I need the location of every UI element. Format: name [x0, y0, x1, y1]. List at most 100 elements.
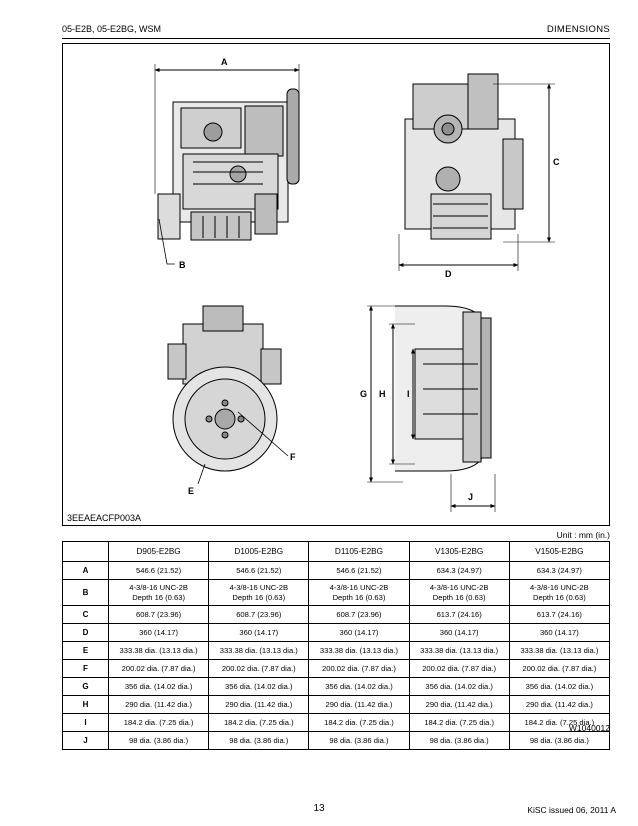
cell-line: 356 dia. (14.02 dia.)	[425, 681, 493, 691]
label-h: H	[379, 389, 386, 399]
unit-note: Unit : mm (in.)	[556, 530, 610, 540]
dimension-figure: A B C D	[62, 43, 610, 526]
engine-rear-view	[167, 305, 282, 472]
cell-line: 546.6 (21.52)	[336, 565, 382, 575]
label-g: G	[360, 389, 367, 399]
table-cell: 290 dia. (11.42 dia.)	[208, 695, 310, 714]
label-f: F	[290, 452, 296, 462]
table-cell: 546.6 (21.52)	[107, 561, 210, 580]
cell-line: 200.02 dia. (7.87 dia.)	[221, 663, 296, 673]
cell-line: 4-3/8-16 UNC-2B	[429, 582, 489, 592]
page-number: 13	[313, 803, 325, 814]
cell-line: 4-3/8-16 UNC-2B	[329, 582, 389, 592]
cell-line: 184.2 dia. (7.25 dia.)	[424, 717, 494, 727]
label-b: B	[179, 260, 186, 270]
table-cell: 333.38 dia. (13.13 dia.)	[208, 641, 310, 660]
cell-line: 98 dia. (3.86 dia.)	[529, 735, 589, 745]
table-cell: 360 (14.17)	[107, 623, 210, 642]
cell-line: Depth 16 (0.63)	[432, 592, 486, 602]
cell-line: Depth 16 (0.63)	[332, 592, 386, 602]
cell-line: 613.7 (24.16)	[436, 609, 482, 619]
engine-side-view	[157, 88, 300, 241]
table-cell: 98 dia. (3.86 dia.)	[208, 731, 310, 750]
table-header-cell: D1105-E2BG	[308, 541, 410, 562]
label-a: A	[221, 57, 228, 67]
cell-line: 290 dia. (11.42 dia.)	[425, 699, 493, 709]
row-label: I	[62, 713, 109, 732]
cell-line: 333.38 dia. (13.13 dia.)	[520, 645, 599, 655]
cell-line: 333.38 dia. (13.13 dia.)	[420, 645, 499, 655]
cell-line: 98 dia. (3.86 dia.)	[129, 735, 189, 745]
table-cell: 290 dia. (11.42 dia.)	[508, 695, 611, 714]
table-cell: 608.7 (23.96)	[107, 605, 210, 624]
row-label: A	[62, 561, 109, 580]
table-cell: 356 dia. (14.02 dia.)	[408, 677, 510, 696]
table-cell: 290 dia. (11.42 dia.)	[408, 695, 510, 714]
cell-line: 98 dia. (3.86 dia.)	[329, 735, 389, 745]
label-e: E	[188, 486, 194, 496]
table-cell: 356 dia. (14.02 dia.)	[107, 677, 210, 696]
table-cell: 333.38 dia. (13.13 dia.)	[308, 641, 410, 660]
cell-line: 200.02 dia. (7.87 dia.)	[422, 663, 497, 673]
table-header-corner	[62, 541, 109, 562]
cell-line: 200.02 dia. (7.87 dia.)	[121, 663, 196, 673]
cell-line: 184.2 dia. (7.25 dia.)	[123, 717, 194, 727]
cell-line: 608.7 (23.96)	[136, 609, 182, 619]
cell-line: Depth 16 (0.63)	[532, 592, 586, 602]
cell-line: 200.02 dia. (7.87 dia.)	[322, 663, 396, 673]
cell-line: 290 dia. (11.42 dia.)	[525, 699, 593, 709]
cell-line: 290 dia. (11.42 dia.)	[225, 699, 293, 709]
cell-line: 290 dia. (11.42 dia.)	[325, 699, 393, 709]
cell-line: 333.38 dia. (13.13 dia.)	[319, 645, 399, 655]
cell-line: 98 dia. (3.86 dia.)	[229, 735, 289, 745]
cell-line: 4-3/8-16 UNC-2B	[129, 582, 188, 592]
table-cell: 98 dia. (3.86 dia.)	[308, 731, 410, 750]
cell-line: 4-3/8-16 UNC-2B	[229, 582, 289, 592]
table-cell: 98 dia. (3.86 dia.)	[508, 731, 611, 750]
table-cell: 360 (14.17)	[308, 623, 410, 642]
cell-line: 98 dia. (3.86 dia.)	[429, 735, 489, 745]
cell-line: 290 dia. (11.42 dia.)	[125, 699, 193, 709]
cell-line: 546.6 (21.52)	[236, 565, 282, 575]
header-rule	[62, 38, 610, 39]
cell-line: 356 dia. (14.02 dia.)	[325, 681, 393, 691]
table-cell: 184.2 dia. (7.25 dia.)	[208, 713, 310, 732]
engine-drawings: A B C D	[154, 57, 560, 512]
row-label: G	[62, 677, 109, 696]
row-label: B	[62, 579, 109, 606]
row-label: J	[62, 731, 109, 750]
cell-line: 184.2 dia. (7.25 dia.)	[223, 717, 294, 727]
cell-line: 184.2 dia. (7.25 dia.)	[324, 717, 394, 727]
cell-line: 360 (14.17)	[239, 627, 279, 637]
cell-line: 360 (14.17)	[539, 627, 579, 637]
table-cell: 333.38 dia. (13.13 dia.)	[508, 641, 611, 660]
cell-line: 360 (14.17)	[339, 627, 379, 637]
cell-line: Depth 16 (0.63)	[232, 592, 286, 602]
table-header-cell: D1005-E2BG	[208, 541, 310, 562]
cell-line: 608.7 (23.96)	[236, 609, 282, 619]
table-cell: 200.02 dia. (7.87 dia.)	[508, 659, 611, 678]
table-cell: 290 dia. (11.42 dia.)	[107, 695, 210, 714]
cell-line: 356 dia. (14.02 dia.)	[525, 681, 594, 691]
label-j: J	[468, 492, 473, 502]
cell-line: 184.2 dia. (7.25 dia.)	[524, 717, 595, 727]
table-cell: 184.2 dia. (7.25 dia.)	[408, 713, 510, 732]
cell-line: 333.38 dia. (13.13 dia.)	[119, 645, 198, 655]
table-cell: 356 dia. (14.02 dia.)	[508, 677, 611, 696]
header-section-title: DIMENSIONS	[546, 24, 610, 35]
table-cell: 608.7 (23.96)	[208, 605, 310, 624]
